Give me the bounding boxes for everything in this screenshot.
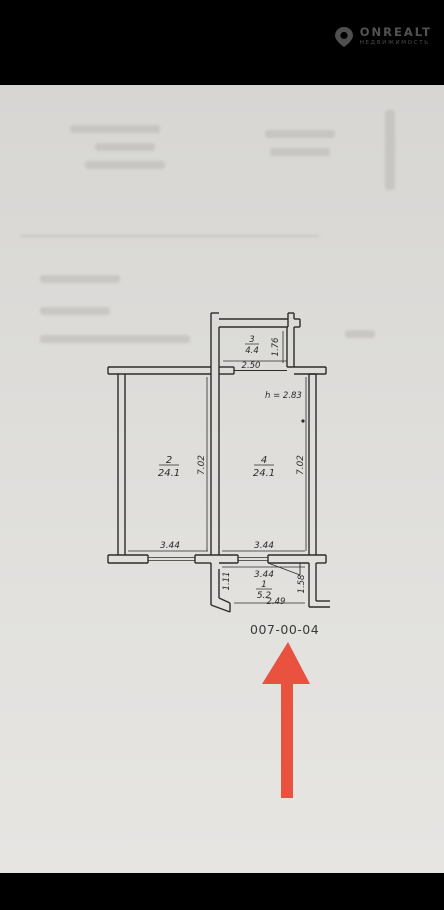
room-1-walls [210,562,330,613]
dim-room2-height: 7.02 [197,455,207,475]
room-1-area: 5.2 [257,591,272,601]
right-outer-wall [308,373,317,555]
dim-room1-left: 1.11 [222,572,232,591]
location-pin-icon [334,27,353,47]
room-labels: 3 4.4 2 24.1 4 24.1 1 5.2 [158,335,275,601]
top-main-wall [107,366,327,375]
dimension-lines [128,331,307,604]
middle-partition-wall [210,374,220,555]
top-black-bar: ONREALT НЕДВИЖИМОСТЬ [0,0,444,85]
bottom-wall [107,554,327,564]
dim-room2-bottom: 3.44 [160,541,180,551]
dim-room1-bottom: 2.49 [267,597,286,607]
dim-room3-width: 2.50 [242,361,261,371]
watermark-brand: ONREALT [359,24,432,39]
room-2-area: 24.1 [158,468,180,479]
room-3-number: 3 [249,335,254,345]
room-4-number: 4 [261,455,267,466]
show-through-blur [0,85,444,385]
dimension-labels: 2.50 1.76 7.02 7.02 3.44 3.44 3.44 1.11 … [160,337,307,607]
room-1-number: 1 [261,580,267,590]
dim-room3-depth: 1.76 [271,337,281,357]
red-arrow-icon [262,642,310,798]
room-3-walls [210,312,301,374]
room-3-area: 4.4 [245,346,259,356]
room-2-number: 2 [166,455,172,466]
ceiling-height: h = 2.83 [265,391,302,401]
watermark-logo: ONREALT НЕДВИЖИМОСТЬ [333,22,432,52]
dim-room4-bottom: 3.44 [254,541,274,551]
floor-plan-drawing: 3 4.4 2 24.1 4 24.1 1 5.2 h = 2.83 2.50 … [107,312,330,613]
dim-room4-height: 7.02 [296,455,306,475]
dim-room1-top: 3.44 [254,570,274,580]
watermark-tagline: НЕДВИЖИМОСТЬ [359,40,430,47]
bottom-black-bar [0,873,444,910]
room-4-area: 24.1 [253,468,275,479]
door-mark [301,419,305,423]
floor-plan-photo: 3 4.4 2 24.1 4 24.1 1 5.2 h = 2.83 2.50 … [0,85,444,873]
dim-room1-right: 1.58 [297,574,307,594]
left-outer-wall [117,374,126,555]
plan-id: 007-00-04 [250,622,320,637]
